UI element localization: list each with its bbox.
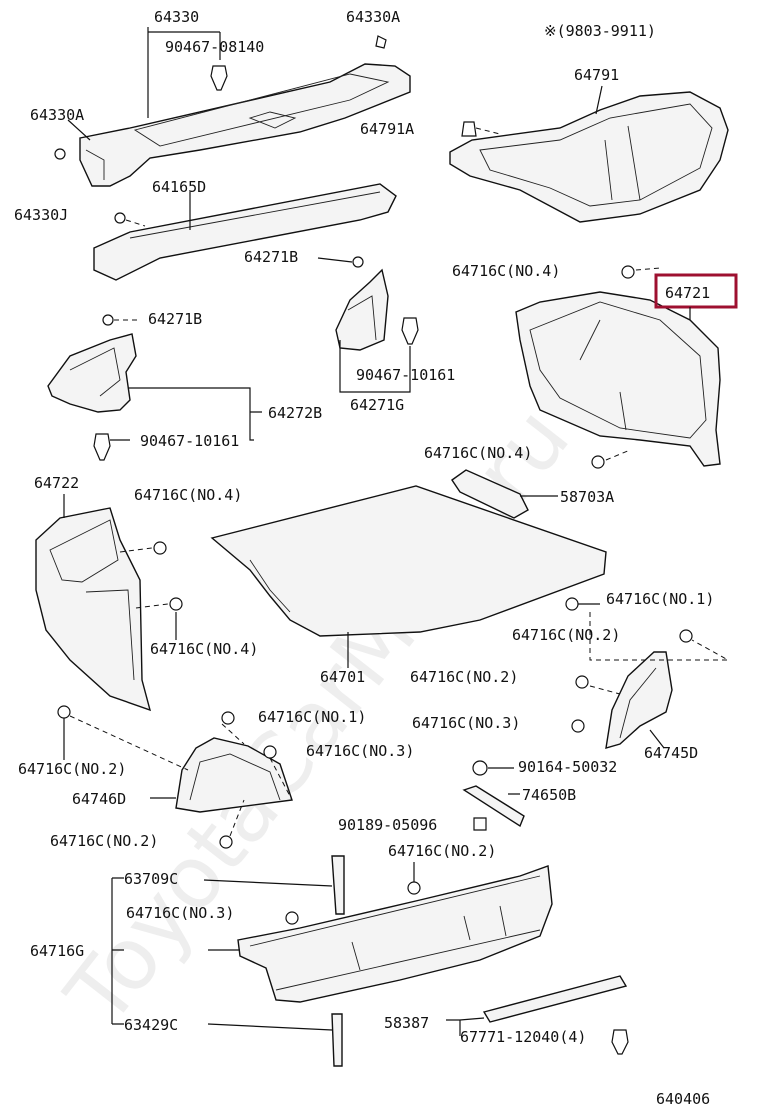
bracket-74650B-shape (462, 785, 525, 828)
label-64330A-top: 64330A (346, 8, 400, 26)
clip-90467-10161-upper (401, 317, 419, 345)
label-64721: 64721 (665, 284, 710, 302)
clip-64791A (461, 121, 477, 137)
note-date-range: ※(9803-9911) (544, 22, 656, 40)
label-90467-10161-lower: 90467-10161 (140, 432, 239, 450)
mat-58703A-shape (451, 469, 529, 519)
label-64271B-upper: 64271B (244, 248, 298, 266)
trunk-trim-64791-shape (449, 91, 729, 223)
label-64330: 64330 (154, 8, 199, 26)
label-64791: 64791 (574, 66, 619, 84)
label-64716C-no2-left-b: 64716C(NO.2) (50, 832, 158, 850)
trunk-side-trim-64721-shape (515, 291, 721, 467)
package-tray-panel-shape (79, 63, 411, 187)
clip-67771-12040 (611, 1029, 629, 1055)
label-64746D: 64746D (72, 790, 126, 808)
label-58387: 58387 (384, 1014, 429, 1032)
clip-64716C-no1-left (221, 711, 235, 725)
label-64745D: 64745D (644, 744, 698, 762)
part-63429C-shape (331, 1013, 343, 1067)
clip-64716C-no2-left-a (57, 705, 71, 719)
label-74650B: 74650B (522, 786, 576, 804)
label-64271B-lower: 64271B (148, 310, 202, 328)
label-67771-12040: 67771-12040(4) (460, 1028, 586, 1046)
label-64330J: 64330J (14, 206, 68, 224)
deck-trim-64165D-shape (93, 183, 397, 281)
floor-mat-64701-shape (210, 485, 607, 637)
trim-64745D-shape (605, 651, 673, 749)
nut-90189-05096 (473, 817, 487, 831)
clip-64716C-no4-b (591, 455, 605, 469)
label-64271G: 64271G (350, 396, 404, 414)
label-64716C-no2-right-a: 64716C(NO.2) (512, 626, 620, 644)
label-90189-05096: 90189-05096 (338, 816, 437, 834)
clip-64330A-top (375, 35, 387, 49)
label-64716C-no1-left: 64716C(NO.1) (258, 708, 366, 726)
label-64716C-no3-right: 64716C(NO.3) (412, 714, 520, 732)
trunk-trim-64722-shape (35, 507, 152, 712)
clip-90467-10161-lower (93, 433, 111, 461)
rear-panel-64716G-shape (237, 865, 553, 1003)
label-64272B: 64272B (268, 404, 322, 422)
trim-64272B-shape (47, 333, 137, 413)
clip-64716C-no2-left-b (219, 835, 233, 849)
label-64716G: 64716G (30, 942, 84, 960)
label-64716C-no4-c: 64716C(NO.4) (134, 486, 242, 504)
label-64716C-no4-d: 64716C(NO.4) (150, 640, 258, 658)
part-63709C-shape (331, 855, 345, 915)
clip-64716C-no3-panel (285, 911, 299, 925)
label-64791A: 64791A (360, 120, 414, 138)
clip-64330J (114, 212, 126, 224)
label-64716C-no3-left: 64716C(NO.3) (306, 742, 414, 760)
clip-64271B-upper (352, 256, 364, 268)
clip-64330A-left (54, 148, 66, 160)
label-64716C-no4-b: 64716C(NO.4) (424, 444, 532, 462)
label-64330A-left: 64330A (30, 106, 84, 124)
sill-plate-58387-shape (482, 975, 628, 1023)
part-labels: 64330 64330A 90467-08140 64330A 64791 64… (14, 8, 714, 1108)
label-63709C: 63709C (124, 870, 178, 888)
clip-90467-08140 (210, 65, 228, 91)
clip-64716C-no2-panel (407, 881, 421, 895)
label-90467-08140: 90467-08140 (165, 38, 264, 56)
label-64716C-no3-panel: 64716C(NO.3) (126, 904, 234, 922)
clip-64716C-no3-right (571, 719, 585, 733)
clip-64716C-no2-right-b (575, 675, 589, 689)
label-64722: 64722 (34, 474, 79, 492)
label-58703A: 58703A (560, 488, 614, 506)
figure-code: 640406 (656, 1090, 710, 1108)
label-64716C-no4-a: 64716C(NO.4) (452, 262, 560, 280)
leader-64330 (147, 27, 153, 118)
label-64716C-no2-panel: 64716C(NO.2) (388, 842, 496, 860)
clip-64716C-no2-right-a (679, 629, 693, 643)
clip-64271B-lower (102, 314, 114, 326)
label-64165D: 64165D (152, 178, 206, 196)
trim-64271G-shape (335, 268, 389, 351)
clip-64716C-no4-c (153, 541, 167, 555)
label-64716C-no1-right: 64716C(NO.1) (606, 590, 714, 608)
trim-64746D-shape (175, 737, 293, 813)
screw-90164-50032 (472, 760, 488, 776)
label-90164-50032: 90164-50032 (518, 758, 617, 776)
label-90467-10161-upper: 90467-10161 (356, 366, 455, 384)
label-63429C: 63429C (124, 1016, 178, 1034)
label-64716C-no2-right-b: 64716C(NO.2) (410, 668, 518, 686)
label-64701: 64701 (320, 668, 365, 686)
label-64716C-no2-left-a: 64716C(NO.2) (18, 760, 126, 778)
clip-64716C-no1-right (565, 597, 579, 611)
highlight-box-64721 (654, 273, 738, 309)
clip-64716C-no3-left (263, 745, 277, 759)
clip-64716C-no4-a (621, 265, 635, 279)
clip-64716C-no4-d (169, 597, 183, 611)
